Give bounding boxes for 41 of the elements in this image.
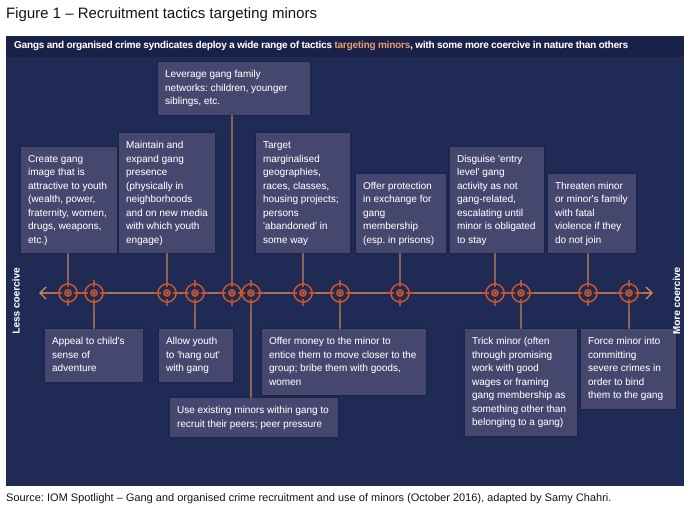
target-marker (154, 280, 180, 306)
header-text: Gangs and organised crime syndicates deploy a wide range of tactics targeting minors, with some more coercive in nature than others (14, 40, 628, 51)
tactic-box: Target marginalised geographies, races, classes, housing projects; persons 'abandoned' in some way (256, 133, 350, 253)
leader-line (587, 253, 589, 280)
tactic-box: Allow youth to 'hang out' with gang (159, 329, 233, 382)
target-marker (238, 280, 264, 306)
tactic-box: Use existing minors within gang to recruit their peers; peer pressure (170, 398, 338, 437)
axis-label: Less coercive (12, 266, 23, 334)
source-caption: Source: IOM Spotlight – Gang and organised crime recruitment and use of minors (October 2016), adapted by Samy Chahri. (6, 492, 612, 504)
leader-line (194, 306, 196, 329)
leader-line (231, 114, 233, 280)
tactic-box: Leverage gang family networks: children, younger siblings, etc. (158, 62, 310, 114)
tactic-box: Offer protection in exchange for gang membership (esp. in prisons) (356, 174, 446, 253)
tactic-box: Threaten minor or minor's family with fatal violence if they do not join (548, 174, 636, 253)
figure-title: Figure 1 – Recruitment tactics targeting minors (6, 5, 317, 22)
target-marker (575, 280, 601, 306)
target-marker (508, 280, 534, 306)
leader-line (494, 253, 496, 280)
tactic-box: Trick minor (often through promising work with good wages or framing gang membership as something other than belonging to a gang) (465, 329, 577, 436)
target-marker (81, 280, 107, 306)
target-marker (387, 280, 413, 306)
leader-line (67, 253, 69, 280)
leader-line (520, 306, 522, 329)
leader-line (628, 306, 630, 329)
target-marker (182, 280, 208, 306)
leader-line (250, 306, 252, 398)
target-marker (482, 280, 508, 306)
target-marker (616, 280, 642, 306)
leader-line (302, 253, 304, 280)
leader-line (339, 306, 341, 329)
leader-line (399, 253, 401, 280)
leader-line (166, 253, 168, 280)
tactic-box: Offer money to the minor to entice them to move closer to the group; bribe them with goods, women (262, 329, 426, 395)
leader-line (93, 306, 95, 329)
target-marker (327, 280, 353, 306)
tactic-box: Appeal to child's sense of adventure (45, 329, 143, 382)
tactic-box: Create gang image that is attractive to youth (wealth, power, fraternity, women, drugs, weapons, etc.) (21, 146, 117, 253)
target-marker (55, 280, 81, 306)
target-marker (290, 280, 316, 306)
tactic-box: Disguise 'entry level' gang activity as not gang-related, escalating until minor is obligated to stay (450, 146, 544, 253)
tactic-box: Maintain and expand gang presence (physically in neighborhoods and on new media with which youth engage) (119, 133, 215, 253)
